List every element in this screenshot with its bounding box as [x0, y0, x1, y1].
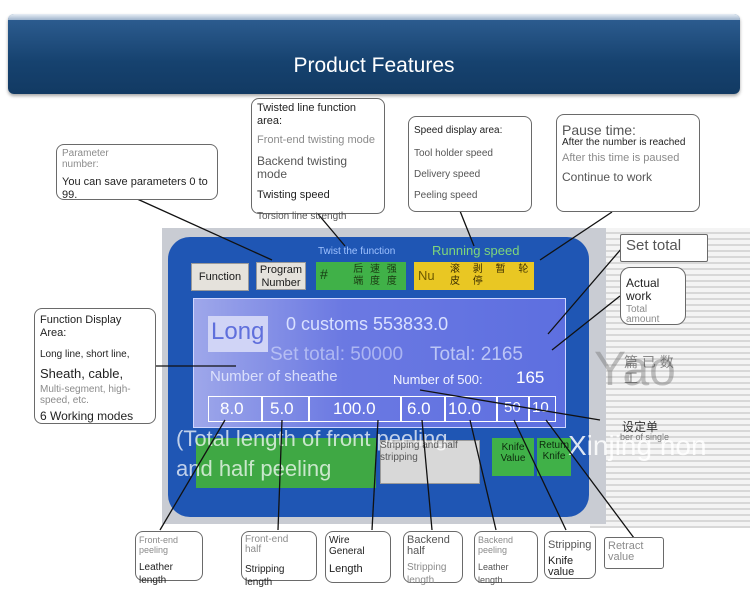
number-of-500: Number of 500:	[393, 372, 483, 387]
callout-pause-line1: After the number is reached	[562, 137, 686, 148]
stripping-overlay-text: Stripping and half stripping	[380, 440, 458, 463]
callout-backend-peeling-top: Backend peeling	[478, 535, 514, 555]
twist-function-buttons[interactable]: # 后 速 强 端 度 度	[316, 262, 406, 290]
right-small-text: ber of single	[620, 432, 670, 442]
return-knife-button[interactable]: Return Knife	[537, 438, 571, 476]
watermark-hon: Xinjing hon	[568, 430, 707, 461]
hash-icon: #	[320, 266, 328, 282]
callout-stripping: Stripping Knife value	[544, 531, 596, 579]
value-knife[interactable]: 50	[504, 399, 521, 416]
total-readout: Total: 2165	[430, 344, 523, 365]
callout-pause: Pause time: After the number is reached …	[556, 114, 700, 212]
callout-wire-general: Wire General Length	[325, 531, 391, 583]
callout-front-peeling-top: Front-end peeling	[139, 535, 179, 555]
callout-wire-general-bottom: Length	[329, 563, 363, 575]
value-back-peeling[interactable]: 10.0	[448, 399, 482, 418]
callout-pause-title: Pause time:	[562, 122, 636, 138]
mode-label: Long	[211, 318, 265, 345]
running-speed-buttons[interactable]: Nu 滚 剥 暂 轮 皮 停	[414, 262, 534, 290]
callout-set-total-title: Set total	[626, 237, 682, 254]
callout-pause-line3: Continue to work	[562, 170, 653, 184]
callout-backend-peeling-bottom: Leather length	[478, 562, 509, 585]
function-button[interactable]: Function	[191, 263, 249, 291]
callout-twisted: Twisted line function area: Front-end tw…	[251, 98, 385, 222]
lower-green-bar[interactable]	[196, 438, 376, 488]
callout-front-half-bottom: Stripping length	[245, 564, 285, 588]
label-twist-function: Twist the function	[318, 246, 396, 257]
value-separator	[400, 396, 402, 422]
callout-stripping-top: Stripping	[548, 539, 592, 551]
callout-stripping-bottom: Knife value	[548, 555, 575, 578]
watermark-yao: Yao	[594, 343, 676, 396]
callout-twisted-line3: Twisting speed	[257, 189, 330, 201]
callout-parameter-text: You can save parameters 0 to 99.	[62, 176, 208, 201]
callout-twisted-line2: Backend twisting mode	[257, 154, 348, 181]
callout-speed-line3: Peeling speed	[414, 190, 478, 201]
callout-set-total: Set total	[620, 234, 708, 262]
mode-box	[208, 316, 268, 352]
callout-wire-general-top: Wire General	[329, 535, 365, 557]
set-total-readout: Set total: 50000	[270, 344, 404, 365]
value-separator	[261, 396, 263, 422]
callout-function-display-line3: Multi-segment, high-speed, etc.	[40, 384, 131, 406]
values-row	[208, 396, 556, 422]
value-wire-length[interactable]: 100.0	[333, 399, 376, 418]
customs-readout: 0 customs 553833.0	[286, 314, 449, 334]
callout-speed-line1: Tool holder speed	[414, 148, 493, 159]
nu-label: Nu	[418, 268, 435, 283]
value-separator	[308, 396, 310, 422]
callout-front-half: Front-end half Stripping length	[241, 531, 317, 588]
value-separator	[496, 396, 498, 422]
stripping-button[interactable]	[380, 440, 480, 484]
callout-parameter: Parameter number: You can save parameter…	[56, 144, 218, 201]
knife-value-button[interactable]: Knife Value	[492, 438, 534, 476]
count-readout: 165	[516, 368, 545, 387]
callout-front-half-top: Front-end half	[245, 534, 289, 555]
callout-function-display-line4: 6 Working modes	[40, 409, 134, 423]
right-chars: 篇 已 数 工	[624, 354, 674, 386]
callout-twisted-title: Twisted line function area:	[257, 102, 357, 127]
callout-speed-line2: Delivery speed	[414, 169, 481, 180]
callout-twisted-line4: Torsion line strength	[257, 211, 347, 222]
callout-function-display: Function Display Area: Long line, short …	[34, 308, 156, 424]
header-banner: Product Features	[8, 14, 740, 94]
program-number-button[interactable]: Program Number	[256, 262, 306, 290]
callout-twisted-line1: Front-end twisting mode	[257, 134, 375, 146]
value-separator	[528, 396, 530, 422]
value-front-half[interactable]: 5.0	[270, 399, 294, 418]
callout-actual-work: Actual work Total amount	[620, 267, 686, 325]
label-running-speed: Running speed	[432, 243, 520, 258]
callout-backend-peeling: Backend peeling Leather length	[474, 531, 538, 585]
callout-pause-line2: After this time is paused	[562, 152, 680, 164]
right-chars-2: 设定单	[622, 420, 659, 434]
callout-front-peeling: Front-end peeling Leather length	[135, 531, 203, 586]
value-front-peeling[interactable]: 8.0	[220, 399, 244, 418]
callout-speed: Speed display area: Tool holder speed De…	[408, 116, 532, 212]
callout-function-display-title: Function Display Area:	[40, 314, 122, 339]
twist-chars: 后 速 强 端 度 度	[353, 264, 397, 287]
value-back-half[interactable]: 6.0	[407, 399, 431, 418]
value-separator	[444, 396, 446, 422]
callout-front-peeling-bottom: Leather length	[139, 562, 173, 586]
value-retract[interactable]: 10	[532, 399, 549, 416]
callout-actual-work-sub: Total amount	[626, 304, 660, 325]
page-title: Product Features	[293, 54, 455, 77]
callout-retract-top: Retract value	[608, 540, 644, 563]
callout-parameter-title: Parameter number:	[62, 148, 109, 170]
callout-function-display-line1: Long line, short line,	[40, 349, 130, 360]
callout-function-display-line2: Sheath, cable,	[40, 366, 124, 381]
callout-backend-half-top: Backend half	[407, 534, 450, 557]
callout-retract: Retract value	[604, 537, 664, 569]
callout-backend-half-bottom: Stripping length	[407, 562, 447, 586]
sheath-readout: Number of sheathe	[210, 368, 338, 385]
callout-speed-title: Speed display area:	[414, 125, 503, 136]
callout-backend-half: Backend half Stripping length	[403, 531, 463, 586]
run-chars: 滚 剥 暂 轮 皮 停	[450, 264, 529, 287]
callout-actual-work-title: Actual work	[626, 276, 660, 303]
